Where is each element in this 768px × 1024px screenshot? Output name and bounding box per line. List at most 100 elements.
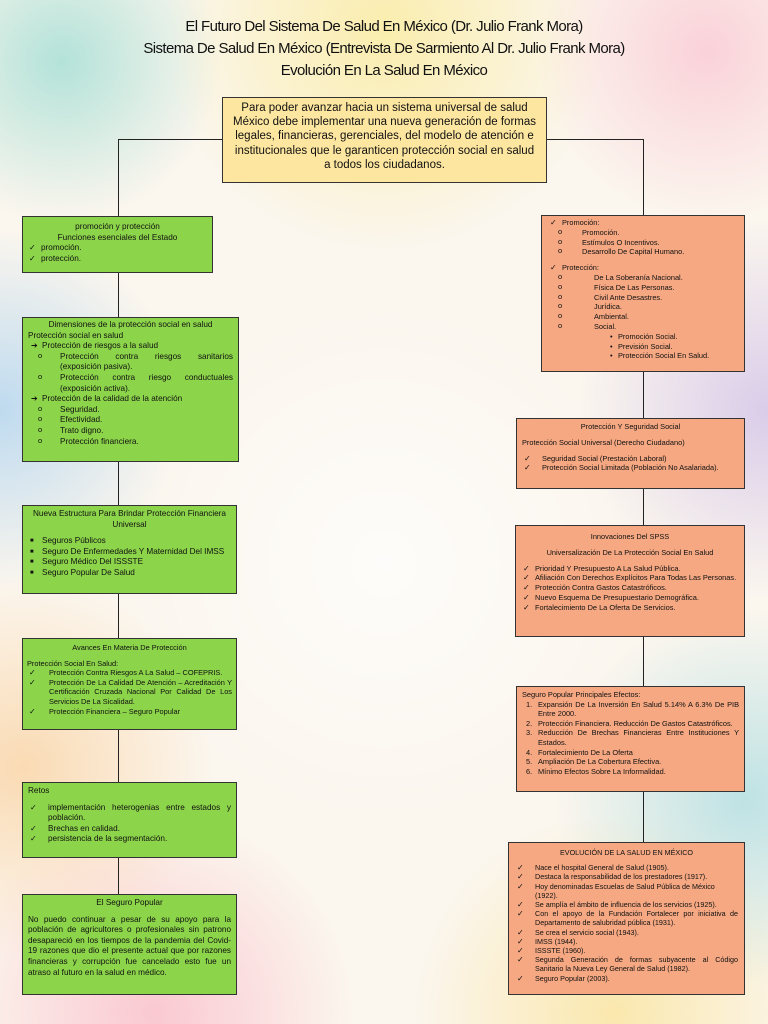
connector-line — [118, 858, 119, 894]
list-item: Física De Las Personas. — [548, 282, 738, 293]
connector-line — [118, 730, 119, 782]
box-subheading: Protección Social Universal (Derecho Ciu… — [522, 437, 685, 447]
title-line-1: El Futuro Del Sistema De Salud En México… — [185, 18, 583, 35]
list-item: Protección Social Limitada (Población No… — [522, 463, 739, 473]
protection-advances-box: Avances En Materia De Protección Protecc… — [22, 638, 237, 730]
box-heading: Nueva Estructura Para Brindar Protección… — [33, 509, 226, 529]
list-item: Efectividad. — [28, 414, 233, 426]
box-heading: Innovaciones Del SPSS — [590, 532, 670, 541]
list-item: Estímulos O Incentivos. — [548, 237, 738, 248]
list-item: promoción. — [27, 243, 208, 254]
list-item: Jurídica. — [548, 301, 738, 312]
box-heading: EVOLUCIÓN DE LA SALUD EN MÉXICO — [559, 848, 693, 857]
list-item: Seguros Públicos — [28, 536, 231, 547]
connector-line — [547, 139, 643, 140]
box-subheading: Protección Social En Salud: — [27, 658, 119, 668]
seguro-popular-box: El Seguro Popular No puedo continuar a p… — [22, 894, 237, 995]
list-item: 6.Mínimo Efectos Sobre La Informalidad. — [526, 766, 666, 776]
title-line-2: Sistema De Salud En México (Entrevista D… — [143, 40, 625, 57]
list-item: IMSS (1944). — [515, 937, 738, 946]
connector-line — [643, 139, 644, 215]
box-heading: Retos — [28, 786, 50, 795]
list-item: Seguridad. — [28, 404, 233, 416]
seguro-popular-effects-box: Seguro Popular Principales Efectos: 1.Ex… — [516, 686, 745, 792]
connector-line — [118, 462, 119, 505]
list-item: Social. — [548, 321, 738, 332]
box-subheading: Protección social en salud — [28, 330, 124, 340]
list-item: implementación heterogenias entre estado… — [28, 803, 231, 824]
list-item: Seguro Popular De Salud — [28, 568, 231, 579]
list-item: Seguro De Enfermedades Y Maternidad Del … — [28, 547, 231, 558]
connector-line — [118, 139, 222, 140]
list-item: Protección Financiera – Seguro Popular — [27, 707, 232, 717]
list-item: 5.Ampliación De La Cobertura Efectiva. — [526, 757, 662, 767]
list-item: ISSSTE (1960). — [515, 946, 738, 955]
list-item: 1.Expansión De La Inversión En Salud 5.1… — [526, 699, 739, 719]
list-item: persistencia de la segmentación. — [28, 834, 231, 845]
list-item: Nace el hospital General de Salud (1905)… — [515, 863, 738, 872]
connector-line — [643, 489, 644, 525]
title-line-3: Evolución En La Salud En México — [280, 62, 488, 79]
connector-line — [118, 273, 119, 317]
list-item: Se amplía el ámbito de influencia de los… — [515, 900, 738, 909]
box-heading: Dimensiones de la protección social en s… — [48, 320, 213, 329]
challenges-box: Retos implementación heterogenias entre … — [22, 782, 237, 858]
list-item: Previsión Social. — [610, 342, 738, 352]
list-item: Protección contra riesgo conductuales (e… — [28, 372, 233, 394]
box-heading: Avances En Materia De Protección — [72, 643, 187, 652]
promotion-protection-detail-box: Promoción: Promoción. Estímulos O Incent… — [541, 215, 745, 372]
list-item: De La Soberanía Nacional. — [548, 272, 738, 283]
list-item: Prioridad Y Presupuesto A La Salud Públi… — [521, 564, 739, 574]
list-item: Se crea el servicio social (1943). — [515, 928, 738, 937]
social-security-box: Protección Y Seguridad Social Protección… — [516, 418, 745, 489]
list-item: 2.Protección Financiera. Reducción De Ga… — [526, 718, 733, 728]
connector-line — [643, 372, 644, 418]
list-item: Afiliación Con Derechos Explícitos Para … — [521, 573, 739, 583]
connector-line — [118, 594, 119, 638]
box-subheading: Funciones esenciales del Estado — [57, 232, 178, 242]
list-item: Nuevo Esquema De Presupuestario Demográf… — [521, 593, 739, 603]
list-item: Protección Contra Gastos Catastróficos. — [521, 583, 739, 593]
connector-line — [643, 637, 644, 686]
intro-box: Para poder avanzar hacia un sistema univ… — [222, 97, 547, 183]
list-item: 4.Fortalecimiento De La Oferta — [526, 747, 633, 757]
list-item: Promoción. — [548, 227, 738, 238]
spss-innovations-box: Innovaciones Del SPSS Universalización D… — [515, 525, 745, 637]
list-item: protección. — [27, 254, 208, 265]
page-title: El Futuro Del Sistema De Salud En México… — [0, 16, 768, 82]
dimensions-box: Dimensiones de la protección social en s… — [22, 317, 239, 462]
box-heading: promoción y protección — [75, 222, 160, 231]
box-heading: Protección Y Seguridad Social — [580, 422, 681, 431]
list-item: Civil Ante Desastres. — [548, 292, 738, 303]
list-item: Seguridad Social (Prestación Laboral) — [522, 454, 739, 464]
list-item: Seguro Médico Del ISSSTE — [28, 557, 231, 568]
health-evolution-box: EVOLUCIÓN DE LA SALUD EN MÉXICO Nace el … — [508, 842, 745, 995]
box-heading: El Seguro Popular — [96, 898, 163, 907]
list-item: Promoción Social. — [610, 332, 738, 342]
box-heading: Seguro Popular Principales Efectos: — [522, 690, 641, 699]
connector-line — [643, 792, 644, 842]
list-item: Hoy denominadas Escuelas de Salud Públic… — [515, 882, 738, 900]
connector-line — [118, 139, 119, 216]
list-item: Desarrollo De Capital Humano. — [548, 246, 738, 257]
list-item: Protección contra riesgos sanitarios (ex… — [28, 351, 233, 373]
list-item: Protección Contra Riesgos A La Salud – C… — [27, 668, 232, 678]
list-item: Protección: — [548, 263, 738, 273]
list-item: Protección Social En Salud. — [610, 351, 738, 361]
list-item: Fortalecimiento De La Oferta De Servicio… — [521, 603, 739, 613]
list-item: Promoción: — [548, 218, 738, 228]
list-item: Protección financiera. — [28, 436, 233, 448]
list-item: Protección de la calidad de la atención — [28, 394, 233, 405]
promotion-protection-box: promoción y protección Funciones esencia… — [22, 216, 213, 273]
financial-structure-box: Nueva Estructura Para Brindar Protección… — [22, 505, 237, 594]
box-text: No puedo continuar a pesar de su apoyo p… — [28, 914, 231, 977]
list-item: Protección de riesgos a la salud — [28, 341, 233, 352]
list-item: Con el apoyo de la Fundación Fortalecer … — [515, 909, 738, 927]
list-item: 3.Reducción De Brechas Financieras Entre… — [526, 728, 739, 747]
box-subheading: Universalización De La Protección Social… — [546, 547, 714, 557]
list-item: Segunda Generación de formas subyacente … — [515, 955, 738, 973]
list-item: Ambiental. — [548, 311, 738, 322]
list-item: Seguro Popular (2003). — [515, 974, 738, 983]
list-item: Protección De La Calidad De Atención – A… — [27, 678, 232, 707]
list-item: Brechas en calidad. — [28, 824, 231, 835]
